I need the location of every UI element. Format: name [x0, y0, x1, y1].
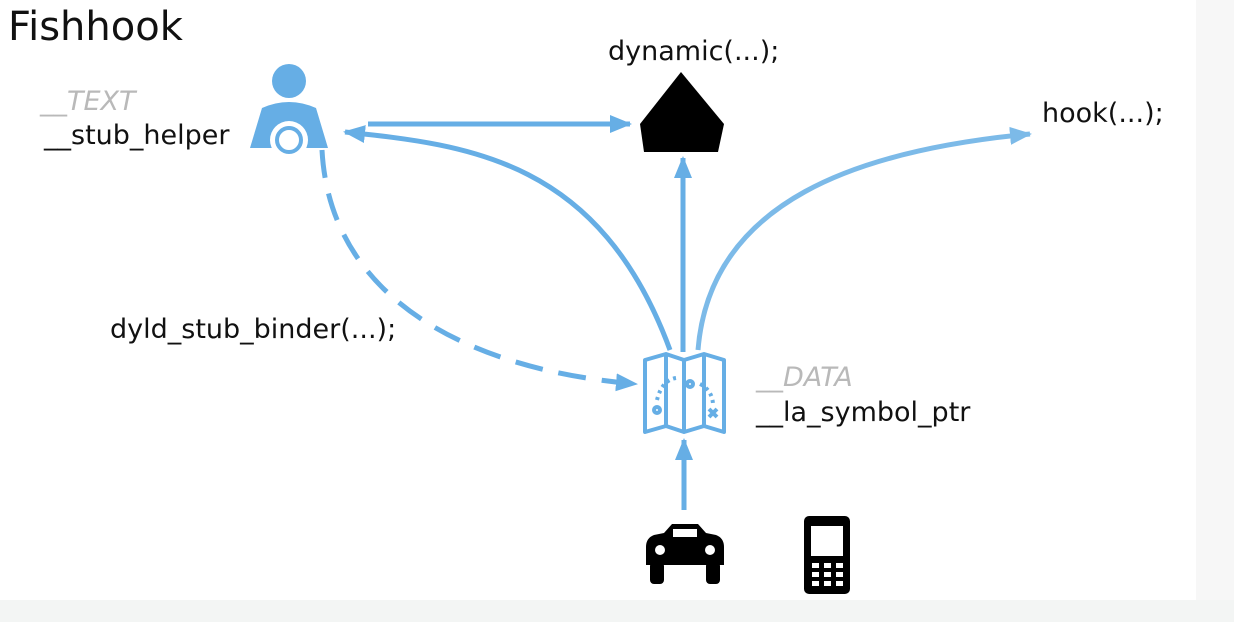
bottom-margin [0, 600, 1234, 622]
arrow-la-symbol-to-hook [695, 126, 1032, 351]
arrow-la-symbol-to-stub-helper [343, 125, 673, 351]
map-icon [643, 352, 726, 434]
stub-helper-label: __stub_helper [44, 120, 230, 151]
user-driver-icon [250, 64, 328, 159]
diagram-title: Fishhook [8, 4, 183, 50]
dyld-stub-binder-label: dyld_stub_binder(...); [110, 314, 397, 345]
right-margin [1196, 0, 1234, 600]
dashed-arrow-binder [319, 149, 638, 392]
car-icon [646, 524, 724, 584]
la-symbol-ptr-label: __la_symbol_ptr [756, 397, 971, 428]
text-section-label: __TEXT [40, 86, 136, 117]
dynamic-label: dynamic(...); [608, 36, 780, 67]
phone-icon [804, 516, 850, 594]
hook-label: hook(...); [1042, 98, 1164, 129]
data-section-label: __DATA [756, 362, 853, 393]
triangle-icon [640, 72, 724, 152]
diagram-canvas [0, 0, 1196, 600]
